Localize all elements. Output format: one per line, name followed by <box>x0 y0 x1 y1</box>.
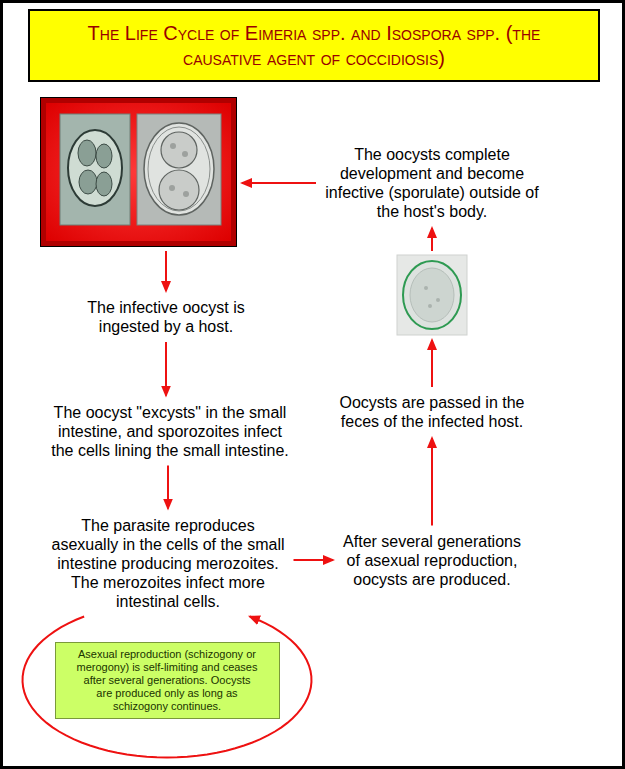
cycle-arrow <box>167 466 169 509</box>
picture-ground <box>46 103 231 241</box>
oocyst-wall <box>144 123 214 215</box>
sporozoite-dot <box>183 191 189 197</box>
sporocyst <box>159 170 199 210</box>
cycle-arrow <box>242 182 316 184</box>
picture-frame <box>40 97 237 247</box>
oocyst-wall <box>403 261 461 329</box>
step-text: The oocyst "excysts" in the small intest… <box>50 403 290 460</box>
sporozoite-dot <box>182 151 188 157</box>
cycle-arrow <box>165 342 167 396</box>
oocyst-wall <box>68 130 122 206</box>
cycle-arrow <box>294 559 334 561</box>
step-text: The oocysts complete development and bec… <box>324 145 540 221</box>
cycle-arrow <box>431 340 433 387</box>
sporocyst <box>161 132 197 168</box>
cycle-arrow <box>431 438 433 526</box>
granule <box>428 304 432 308</box>
step-text: The parasite reproduces asexually in the… <box>51 516 286 611</box>
step-text: Oocysts are passed in the feces of the i… <box>339 393 526 431</box>
sporocyst <box>79 170 97 194</box>
step-text-box: The oocyst "excysts" in the small intest… <box>46 401 294 462</box>
step-text-box: The oocysts complete development and bec… <box>320 143 544 223</box>
sporozoite-dot <box>170 143 176 149</box>
cycle-arrow <box>431 228 433 251</box>
step-text-box: The parasite reproduces asexually in the… <box>47 514 290 613</box>
step-text: After several generations of asexual rep… <box>342 532 522 589</box>
oocyst-content <box>410 268 454 322</box>
step-text: Asexual reproduction (schizogony or mero… <box>76 648 259 713</box>
micrograph <box>60 114 130 225</box>
step-text-box: Oocysts are passed in the feces of the i… <box>335 391 530 433</box>
picture-box <box>40 97 237 247</box>
micrograph <box>397 255 467 335</box>
sporocyst <box>96 172 112 196</box>
cycle-arrow <box>165 251 167 291</box>
granule <box>424 286 428 290</box>
sporocyst <box>78 140 96 166</box>
note-box: Asexual reproduction (schizogony or mero… <box>55 642 280 719</box>
sporozoite-dot <box>169 185 175 191</box>
title-banner: The Life Cycle of Eimeria spp. and Isosp… <box>28 9 600 82</box>
granule <box>436 298 440 302</box>
step-text-box: The infective oocyst is ingested by a ho… <box>82 296 250 338</box>
diagram-title: The Life Cycle of Eimeria spp. and Isosp… <box>84 21 544 71</box>
oocyst-wall <box>148 127 210 211</box>
sporocyst <box>96 144 112 168</box>
cycle-arrow <box>23 617 312 758</box>
step-text-box: After several generations of asexual rep… <box>338 530 526 591</box>
step-text: The infective oocyst is ingested by a ho… <box>86 298 246 336</box>
micrograph <box>137 114 221 225</box>
picture-box <box>397 255 467 335</box>
